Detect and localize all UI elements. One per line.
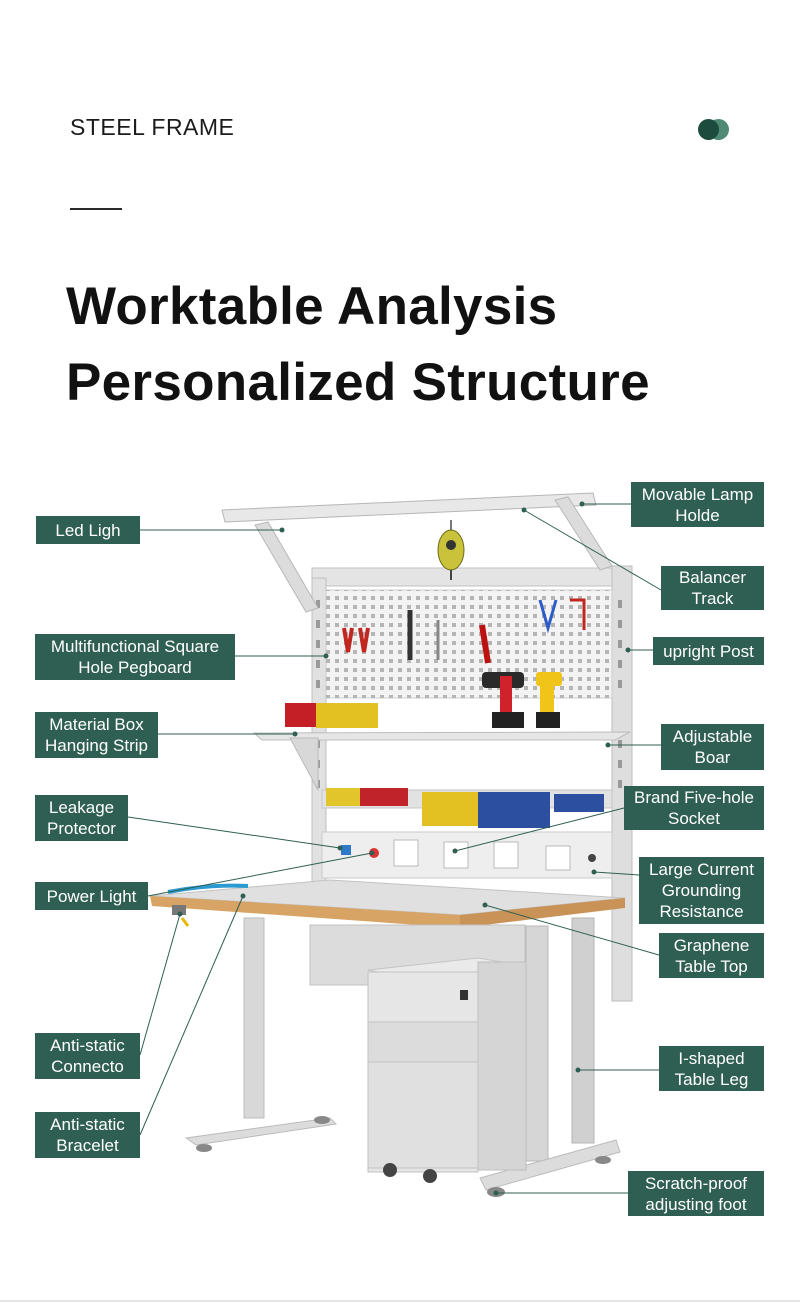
- page-title-line2: Personalized Structure: [66, 353, 650, 412]
- label-adjusting-foot: Scratch-proof adjusting foot: [628, 1171, 764, 1216]
- brand-dots-icon: [698, 119, 732, 141]
- label-grounding-resistance: Large Current Grounding Resistance: [639, 857, 764, 924]
- label-pegboard: Multifunctional Square Hole Pegboard: [35, 634, 235, 680]
- label-lamp-holder: Movable Lamp Holde: [631, 482, 764, 527]
- label-led-light: Led Ligh: [36, 516, 140, 544]
- page-title-line1: Worktable Analysis: [66, 277, 558, 336]
- label-five-hole-socket: Brand Five-hole Socket: [624, 786, 764, 830]
- label-leakage-protector: Leakage Protector: [35, 795, 128, 841]
- label-balancer-track: Balancer Track: [661, 566, 764, 610]
- divider: [70, 208, 122, 210]
- label-antistatic-bracelet: Anti-static Bracelet: [35, 1112, 140, 1158]
- label-l-leg: I-shaped Table Leg: [659, 1046, 764, 1091]
- label-material-box-strip: Material Box Hanging Strip: [35, 712, 158, 758]
- label-antistatic-connector: Anti-static Connecto: [35, 1033, 140, 1079]
- brand-label: STEEL FRAME: [70, 114, 235, 140]
- label-adjustable-board: Adjustable Boar: [661, 724, 764, 770]
- label-upright-post: upright Post: [653, 637, 764, 665]
- label-graphene-top: Graphene Table Top: [659, 933, 764, 978]
- footer-divider: [0, 1300, 800, 1302]
- label-power-light: Power Light: [35, 882, 148, 910]
